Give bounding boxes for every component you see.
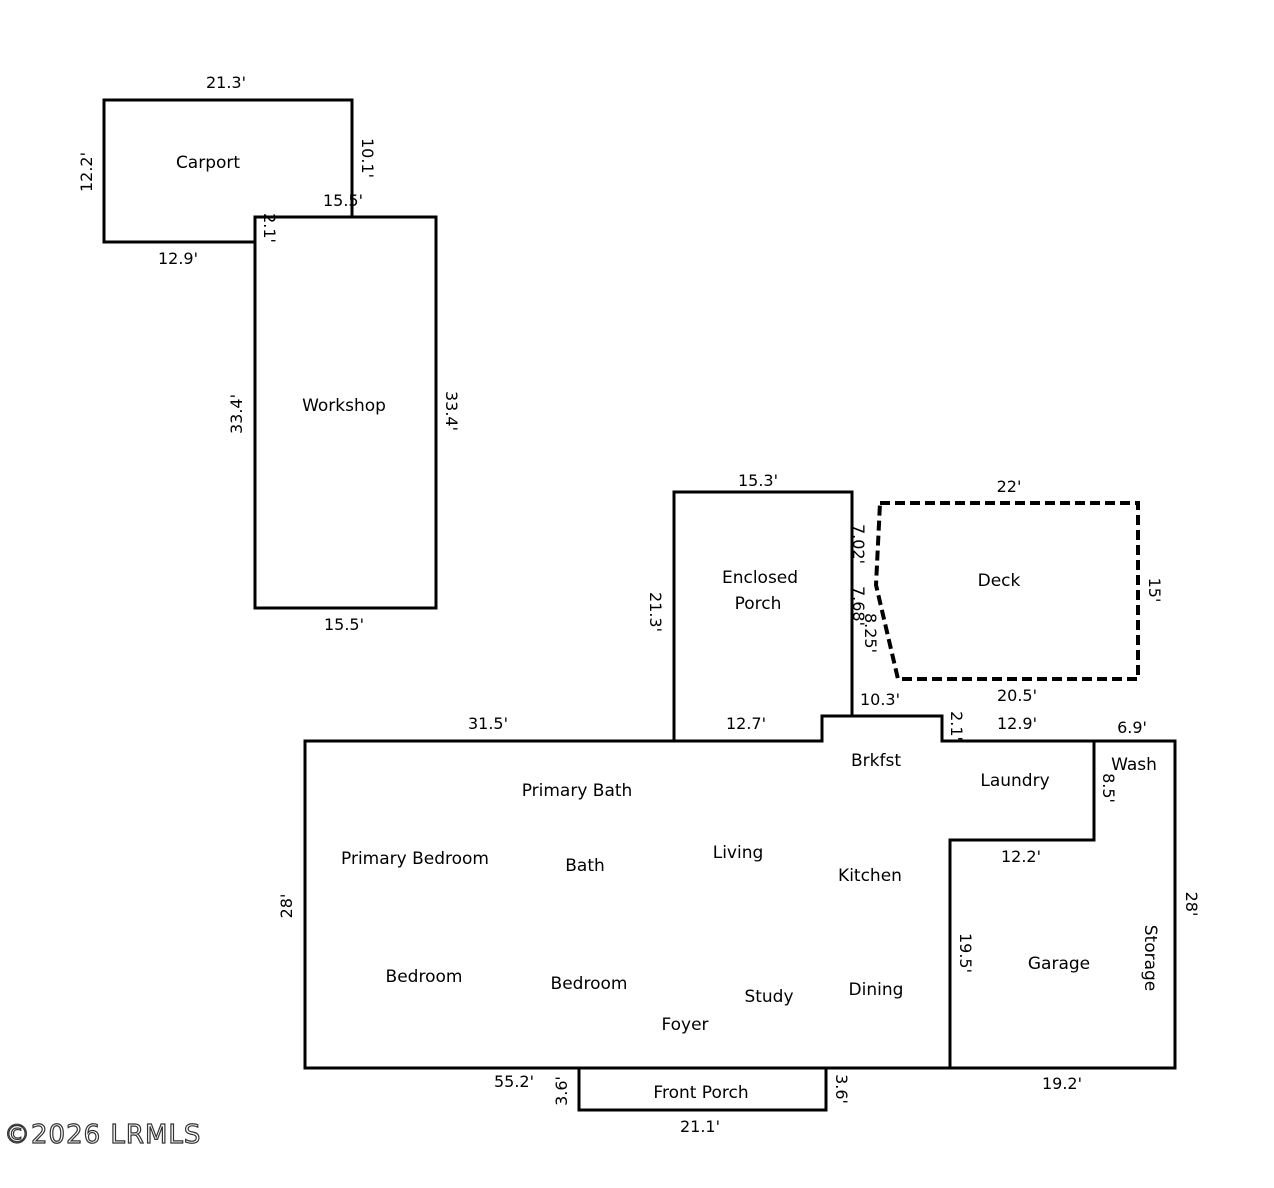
enclosed-porch-outline bbox=[672, 490, 854, 741]
dim-house-right: 28' bbox=[1182, 892, 1201, 917]
room-label-study: Study bbox=[744, 987, 793, 1007]
room-label-front-porch: Front Porch bbox=[653, 1083, 748, 1103]
room-label-deck: Deck bbox=[978, 571, 1021, 591]
dim-deck-diag: 8.25' bbox=[861, 613, 880, 653]
dim-workshop-right: 33.4' bbox=[442, 391, 461, 431]
room-label-brkfst: Brkfst bbox=[851, 751, 901, 771]
room-label-enclosed: Enclosed bbox=[722, 568, 798, 588]
deck-outline bbox=[873, 501, 1140, 681]
room-label-foyer: Foyer bbox=[661, 1015, 708, 1035]
dim-front-porch-left: 3.6' bbox=[552, 1076, 571, 1106]
dim-porch-top: 15.3' bbox=[738, 471, 778, 490]
dim-brkfst-top: 10.3' bbox=[860, 690, 900, 709]
dim-brkfst-right: 2.1' bbox=[947, 711, 966, 741]
room-label-dining: Dining bbox=[849, 980, 904, 1000]
dim-house-left: 28' bbox=[277, 894, 296, 919]
room-label-bedroom: Bedroom bbox=[551, 974, 628, 994]
dim-deck-top: 22' bbox=[997, 477, 1022, 496]
room-label-wash: Wash bbox=[1111, 755, 1157, 775]
house-outline bbox=[303, 714, 1177, 1070]
room-label-carport: Carport bbox=[176, 153, 240, 173]
carport-outline bbox=[102, 98, 354, 244]
front-porch-outline bbox=[577, 1068, 828, 1112]
dim-porch-right-lower: 7.68' bbox=[849, 586, 868, 626]
dim-front-porch-bottom: 21.1' bbox=[680, 1117, 720, 1136]
room-label-workshop: Workshop bbox=[302, 396, 386, 416]
copyright-watermark: ©2026 LRMLS bbox=[4, 1120, 201, 1150]
dim-carport-bottom: 12.9' bbox=[158, 249, 198, 268]
dim-laundry-top: 12.9' bbox=[997, 714, 1037, 733]
dim-wash-side: 8.5' bbox=[1099, 773, 1118, 803]
dim-carport-top: 21.3' bbox=[206, 73, 246, 92]
dim-house-bottom: 55.2' bbox=[494, 1072, 534, 1091]
workshop-outline bbox=[253, 215, 438, 610]
room-label-bedroom: Bedroom bbox=[386, 967, 463, 987]
dim-workshop-bottom: 15.5' bbox=[324, 615, 364, 634]
garage-partition bbox=[948, 741, 1096, 1068]
room-label-primary-bedroom: Primary Bedroom bbox=[341, 849, 489, 869]
dim-workshop-left: 33.4' bbox=[227, 394, 246, 434]
room-label-living: Living bbox=[713, 843, 764, 863]
dim-porch-left: 21.3' bbox=[646, 592, 665, 632]
dim-carport-left: 12.2' bbox=[77, 152, 96, 192]
dim-garage-top: 12.2' bbox=[1001, 847, 1041, 866]
dim-garage-left: 19.5' bbox=[956, 933, 975, 973]
dim-front-porch-right: 3.6' bbox=[832, 1074, 851, 1104]
dim-porch-bottom: 12.7' bbox=[726, 714, 766, 733]
room-label-laundry: Laundry bbox=[980, 771, 1049, 791]
dim-house-top-left: 31.5' bbox=[468, 714, 508, 733]
dim-workshop-notch: 2.1' bbox=[260, 213, 279, 243]
dim-deck-right: 15' bbox=[1145, 578, 1164, 603]
dim-garage-bottom: 19.2' bbox=[1042, 1074, 1082, 1093]
dim-deck-bottom: 20.5' bbox=[997, 686, 1037, 705]
room-label-porch: Porch bbox=[735, 594, 782, 614]
room-label-garage: Garage bbox=[1028, 954, 1090, 974]
dim-workshop-top: 15.5' bbox=[323, 191, 363, 210]
dim-carport-right: 10.1' bbox=[358, 138, 377, 178]
dim-wash-top: 6.9' bbox=[1117, 718, 1147, 737]
room-label-kitchen: Kitchen bbox=[838, 866, 902, 886]
room-label-bath: Bath bbox=[565, 856, 605, 876]
dim-porch-right-upper: 7.02' bbox=[849, 524, 868, 564]
room-label-primary-bath: Primary Bath bbox=[522, 781, 633, 801]
room-label-storage: Storage bbox=[1140, 925, 1160, 992]
